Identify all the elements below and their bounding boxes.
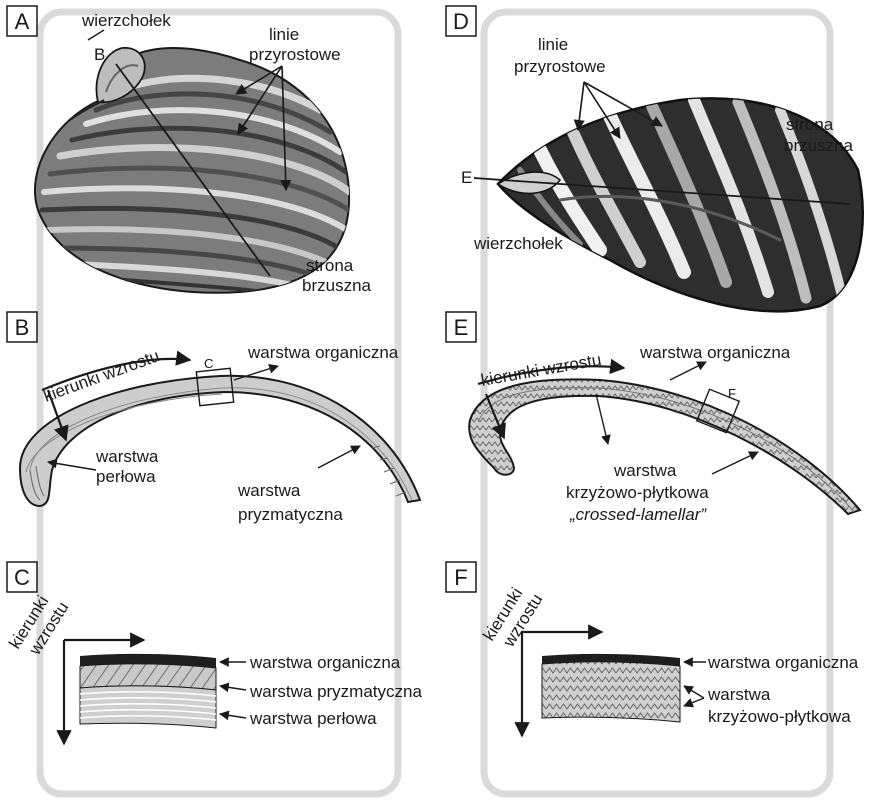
e-cl-label-2: krzyżowo-płytkowa bbox=[566, 483, 709, 502]
d-apex-label: wierzchołek bbox=[473, 234, 563, 253]
panel-b-letter: B bbox=[15, 315, 30, 340]
c-organic-label: warstwa organiczna bbox=[249, 653, 401, 672]
f-layer-block bbox=[542, 654, 680, 722]
panel-a-letter: A bbox=[15, 9, 30, 34]
a-ventral-label-2: brzuszna bbox=[302, 276, 372, 295]
b-prism-label-1: warstwa bbox=[237, 481, 301, 500]
d-growth-lines-label-1: linie bbox=[538, 35, 568, 54]
d-ventral-label-2: brzuszna bbox=[784, 136, 854, 155]
b-nacre-label-2: perłowa bbox=[96, 467, 156, 486]
a-growth-lines-label-1: linie bbox=[269, 25, 299, 44]
f-cl-label-2: krzyżowo-płytkowa bbox=[708, 707, 851, 726]
b-prism-label-2: pryzmatyczna bbox=[238, 505, 343, 524]
c-nacre-label: warstwa perłowa bbox=[249, 709, 377, 728]
d-ventral-label-1: strona bbox=[786, 115, 834, 134]
panel-f-letter: F bbox=[454, 565, 467, 590]
f-cl-label-1: warstwa bbox=[707, 685, 771, 704]
b-nacre-label-1: warstwa bbox=[95, 447, 159, 466]
c-layer-block bbox=[80, 654, 216, 728]
e-detail-marker: F bbox=[728, 386, 736, 401]
f-organic-label: warstwa organiczna bbox=[707, 653, 859, 672]
e-cl-label-1: warstwa bbox=[613, 461, 677, 480]
e-organic-label: warstwa organiczna bbox=[639, 343, 791, 362]
d-growth-lines-label-2: przyrostowe bbox=[514, 57, 606, 76]
a-growth-lines-label-2: przyrostowe bbox=[249, 45, 341, 64]
b-organic-label: warstwa organiczna bbox=[247, 343, 399, 362]
panel-c-letter: C bbox=[14, 565, 30, 590]
e-cl-label-3: „crossed-lamellar” bbox=[569, 505, 707, 524]
d-section-marker: E bbox=[461, 168, 472, 187]
b-detail-marker: C bbox=[204, 356, 213, 371]
a-ventral-label-1: strona bbox=[306, 256, 354, 275]
clam-shell-illustration bbox=[35, 48, 352, 296]
c-prism-label: warstwa pryzmatyczna bbox=[249, 682, 422, 701]
a-section-marker: B bbox=[94, 45, 105, 64]
a-apex-label: wierzchołek bbox=[81, 11, 171, 30]
panel-e-letter: E bbox=[454, 315, 469, 340]
panel-d-letter: D bbox=[453, 9, 469, 34]
